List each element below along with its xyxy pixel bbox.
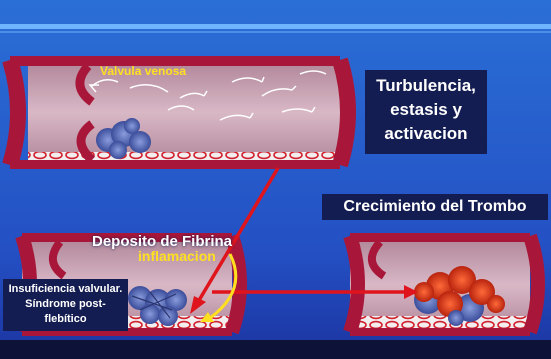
bottom-band [0,340,551,359]
thrombus-growth-label: Crecimiento del Trombo [322,194,548,220]
turbulence-label: Turbulencia, estasis y activacion [365,70,487,154]
valve-label: Valvula venosa [100,64,187,78]
red-blood-cells [350,316,530,328]
vessel-wall-top [10,56,340,66]
arrow-to-fibrin [196,167,280,303]
top-stripe-thin [0,31,551,33]
fibrin-deposit [128,286,187,326]
thrombus-large [414,266,505,326]
vein-segment-top [2,56,356,169]
valve-leaflet-lower [76,120,96,164]
insufficiency-label: Insuficiencia valvular. Síndrome post-fl… [3,279,128,331]
progression-arrows [190,167,418,322]
thrombus-small [96,118,151,159]
arrow-inflammation [209,253,238,320]
valve-leaflet-upper [75,62,95,106]
top-stripe [0,24,551,29]
fibrin-deposit-label: Deposito de Fibrina [91,233,232,250]
vessel-wall-bottom [10,160,340,169]
vein-segment-bottom-right [343,233,545,336]
inflammation-label: inflamacion [138,248,216,264]
blood-flow-arrows [88,70,327,121]
